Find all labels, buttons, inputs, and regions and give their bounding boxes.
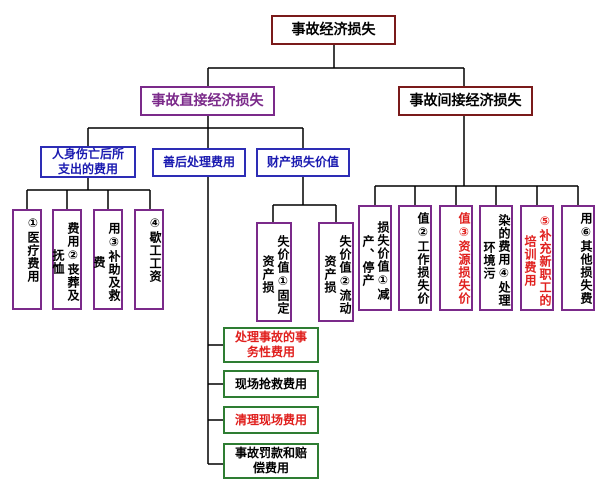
indirect-item-3: 值③资源损失价 <box>439 205 473 311</box>
aftermath-item-3: 清理现场费用 <box>223 406 319 434</box>
indirect-item-4: 染的费用④处理环境污 <box>479 205 513 311</box>
direct-loss-node: 事故直接经济损失 <box>140 86 275 116</box>
aftermath-item-1: 处理事故的事务性费用 <box>223 327 319 363</box>
indirect-item-5: ⑤补充新职工的培训费用 <box>520 205 554 311</box>
personal-item-1: ①医疗费用 <box>12 209 42 310</box>
personal-item-2: 费用②丧葬及抚恤 <box>51 209 82 310</box>
property-loss-node: 财产损失价值 <box>256 148 350 177</box>
indirect-item-1: 损失价值①减产、停产 <box>358 205 392 311</box>
root-node: 事故经济损失 <box>271 15 396 45</box>
property-item-1: 失价值①固定资产损 <box>256 222 292 322</box>
aftermath-cost-node: 善后处理费用 <box>152 148 246 177</box>
indirect-item-2: 值②工作损失价 <box>398 205 432 311</box>
indirect-loss-node: 事故间接经济损失 <box>398 86 533 116</box>
personal-casualty-node: 人身伤亡后所支出的费用 <box>40 146 136 178</box>
personal-item-3: 用③补助及救费 <box>92 209 123 310</box>
property-item-2: 失价值②流动资产损 <box>318 222 354 322</box>
indirect-item-6: 用⑥其他损失费 <box>561 205 595 311</box>
aftermath-item-4: 事故罚款和赔偿费用 <box>223 443 319 479</box>
personal-item-4: ④歇工工资 <box>134 209 164 310</box>
aftermath-item-2: 现场抢救费用 <box>223 370 319 398</box>
